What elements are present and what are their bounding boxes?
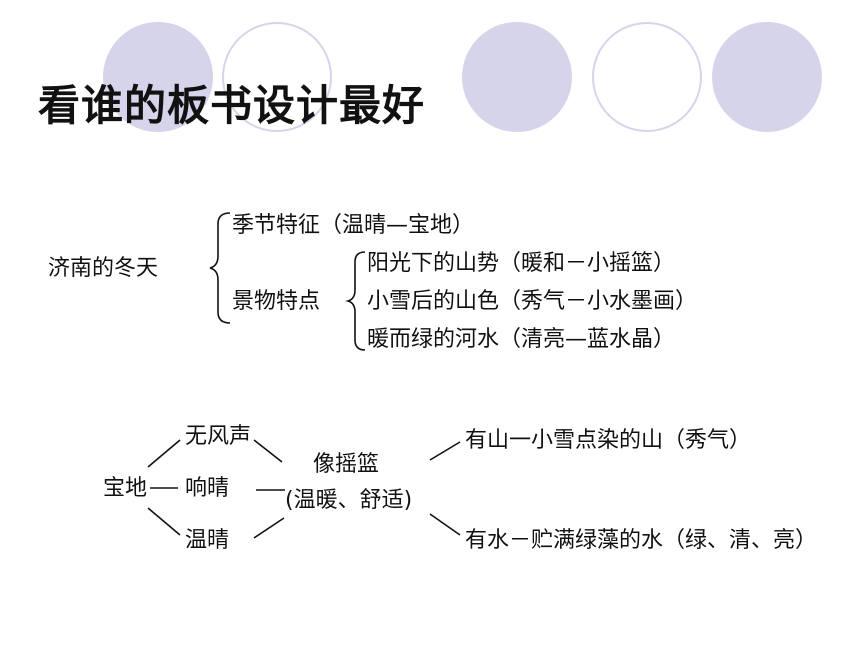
decor-circle-5 — [712, 22, 822, 132]
outline1-season: 季节特征（温晴—宝地） — [232, 213, 475, 238]
decor-circle-1 — [103, 22, 213, 132]
outline2-sunny-bright: 响晴 — [185, 476, 230, 501]
outline2-root: 宝地 — [103, 476, 148, 501]
outline2-no-wind: 无风声 — [185, 424, 252, 449]
decor-circle-2 — [222, 22, 332, 132]
outline1-root: 济南的冬天 — [48, 256, 159, 281]
outline1-river: 暖而绿的河水（清亮—蓝水晶） — [367, 327, 676, 352]
outline1-mountain-color: 小雪后的山色（秀气－小水墨画） — [367, 289, 698, 314]
outline2-cradle-note: (温暖、舒适) — [285, 488, 413, 513]
outline2-cradle: 像摇篮 — [313, 452, 380, 477]
outline2-mountain: 有山一小雪点染的山（秀气） — [465, 428, 752, 453]
outline2-warm-sunny: 温晴 — [185, 528, 230, 553]
decor-circle-3 — [462, 22, 572, 132]
outline1-mountain-shape: 阳光下的山势（暖和－小摇篮） — [367, 251, 676, 276]
outline2-water: 有水－贮满绿藻的水（绿、清、亮） — [465, 528, 818, 553]
decor-circle-4 — [592, 22, 702, 132]
outline1-scenery: 景物特点 — [232, 289, 321, 314]
slide-title: 看谁的板书设计最好 — [38, 81, 426, 130]
